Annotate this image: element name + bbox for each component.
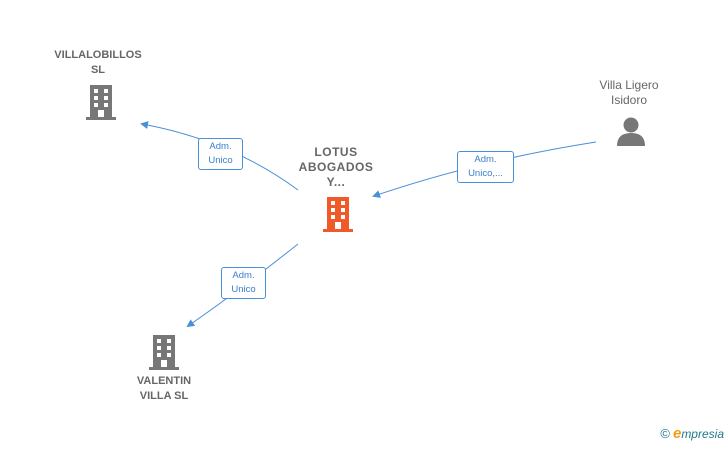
node-lotus-label[interactable]: LOTUS ABOGADOS Y...	[298, 145, 374, 189]
building-icon[interactable]	[148, 334, 180, 370]
logo-e: e	[672, 425, 682, 442]
building-icon[interactable]	[322, 196, 354, 232]
node-villaligero-label[interactable]: Villa Ligero Isidoro	[599, 78, 659, 107]
person-icon[interactable]	[615, 116, 647, 146]
edge-label-adm-unico[interactable]: Adm. Unico,...	[457, 151, 514, 183]
edge-label-adm-unico[interactable]: Adm. Unico	[198, 138, 243, 170]
node-valentin-label[interactable]: VALENTIN VILLA SL	[136, 375, 192, 402]
edge-label-adm-unico[interactable]: Adm. Unico	[221, 267, 266, 299]
logo-text: mpresia	[681, 427, 724, 441]
node-villalobillos-label[interactable]: VILLALOBILLOS SL	[54, 49, 142, 76]
copyright-symbol: ©	[660, 426, 670, 441]
empresia-logo[interactable]: © empresia	[660, 425, 724, 442]
building-icon[interactable]	[85, 84, 117, 120]
